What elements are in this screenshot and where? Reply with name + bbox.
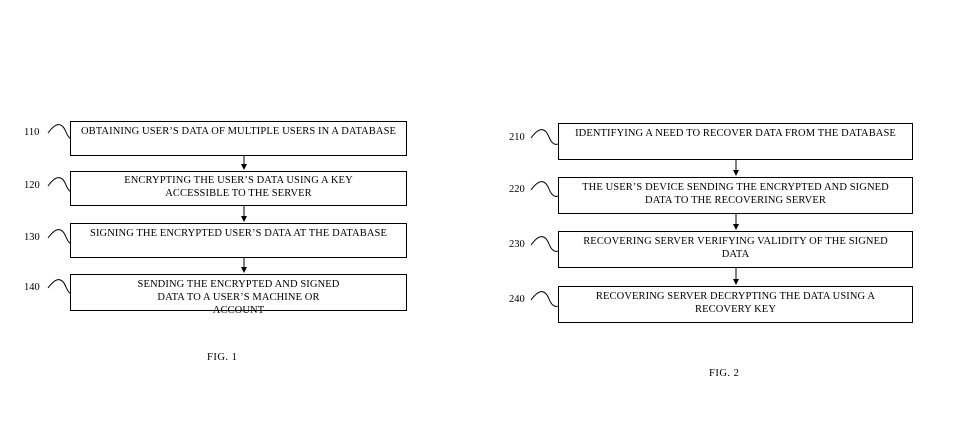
step-box-140: SENDING THE ENCRYPTED AND SIGNED DATA TO… — [70, 274, 407, 316]
step-text-110: OBTAINING USER’S DATA OF MULTIPLE USERS … — [80, 126, 397, 137]
step-text-240: RECOVERING SERVER DECRYPTING THE DATA US… — [595, 291, 876, 315]
step-box-120: ENCRYPTING THE USER’S DATA USING A KEY A… — [70, 171, 407, 206]
ref-140: 140 — [24, 282, 40, 293]
step-box-240: RECOVERING SERVER DECRYPTING THE DATA US… — [558, 286, 913, 323]
ref-130: 130 — [24, 232, 40, 243]
step-box-110: OBTAINING USER’S DATA OF MULTIPLE USERS … — [70, 121, 407, 156]
ref-230: 230 — [509, 239, 525, 250]
fig1-caption: FIG. 1 — [207, 352, 238, 363]
step-text-120: ENCRYPTING THE USER’S DATA USING A KEY A… — [124, 175, 353, 199]
ref-110: 110 — [24, 127, 40, 138]
ref-210: 210 — [509, 132, 525, 143]
step-box-210: IDENTIFYING A NEED TO RECOVER DATA FROM … — [558, 123, 913, 160]
fig2-caption: FIG. 2 — [709, 368, 740, 379]
step-box-230: RECOVERING SERVER VERIFYING VALIDITY OF … — [558, 231, 913, 268]
ref-220: 220 — [509, 184, 525, 195]
step-box-130: SIGNING THE ENCRYPTED USER’S DATA AT THE… — [70, 223, 407, 258]
step-text-130: SIGNING THE ENCRYPTED USER’S DATA AT THE… — [90, 228, 387, 239]
step-text-140: SENDING THE ENCRYPTED AND SIGNED DATA TO… — [137, 279, 340, 316]
ref-120: 120 — [24, 180, 40, 191]
step-text-230: RECOVERING SERVER VERIFYING VALIDITY OF … — [583, 236, 888, 260]
step-text-220: THE USER’S DEVICE SENDING THE ENCRYPTED … — [582, 182, 889, 206]
ref-240: 240 — [509, 294, 525, 305]
step-text-210: IDENTIFYING A NEED TO RECOVER DATA FROM … — [575, 128, 896, 139]
step-box-220: THE USER’S DEVICE SENDING THE ENCRYPTED … — [558, 177, 913, 214]
